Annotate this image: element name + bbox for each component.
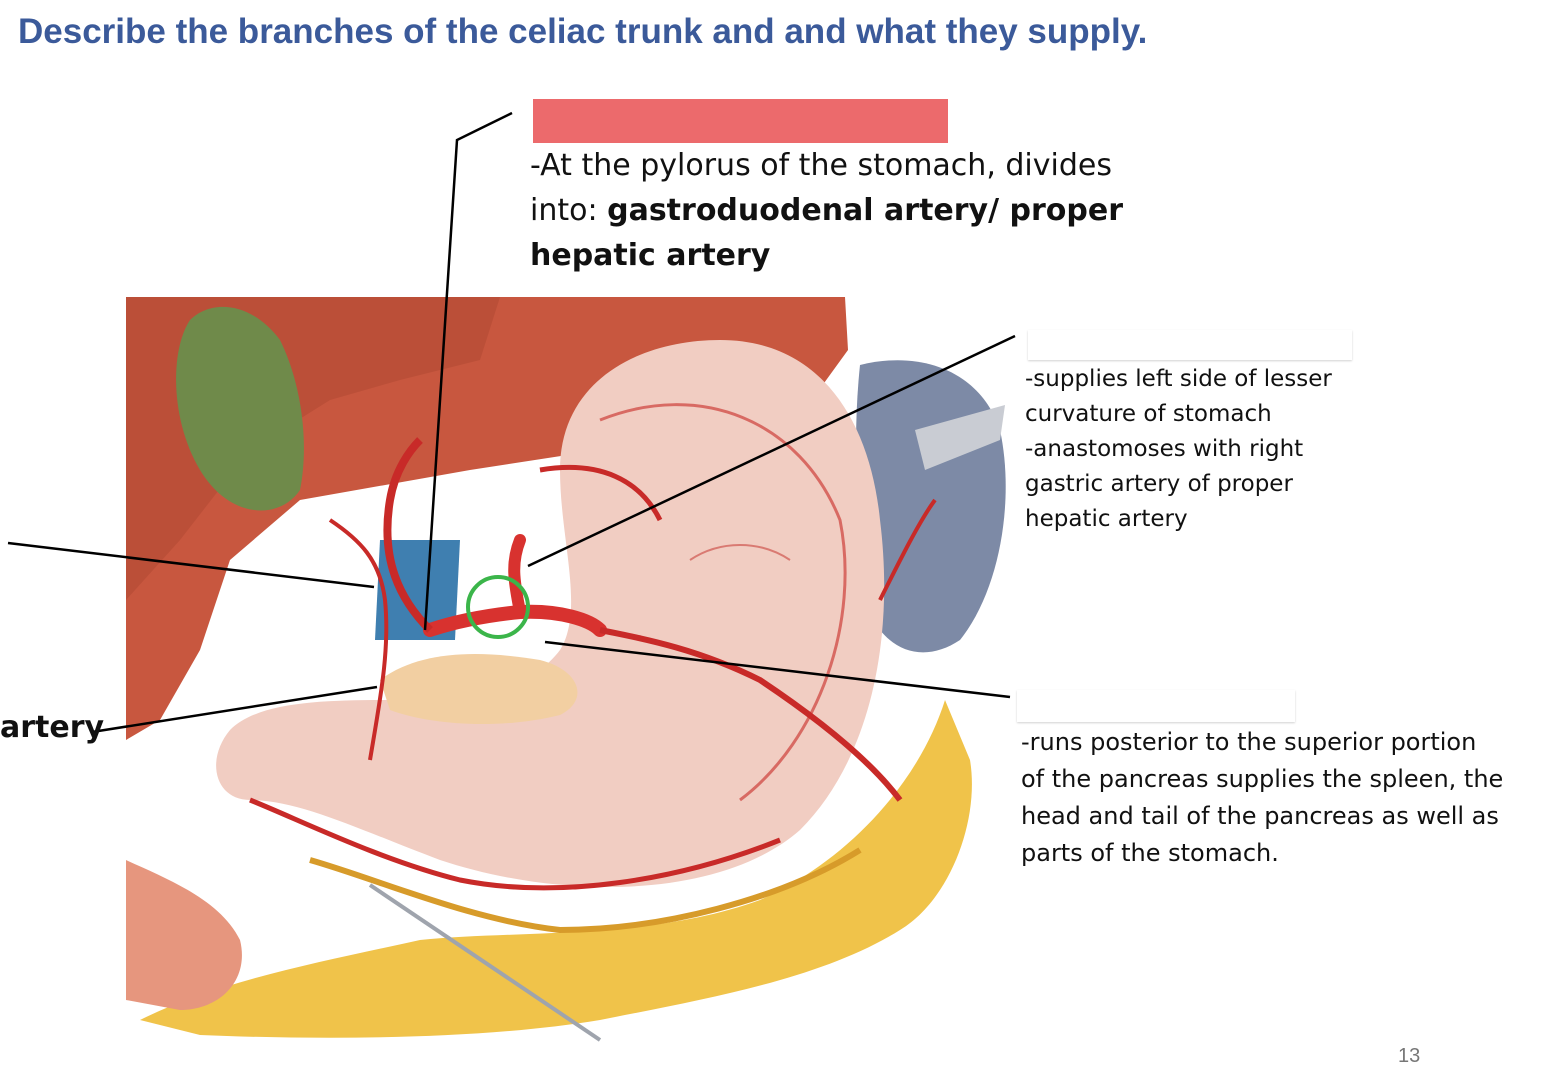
- celiac-trunk-highlight-circle: [466, 575, 530, 639]
- redacted-label-common-hepatic: [533, 99, 948, 143]
- left-gastric-description: -supplies left side of lesser curvature …: [1025, 362, 1332, 537]
- probe-instrument: [368, 883, 602, 1042]
- pancreas-shape: [380, 654, 578, 725]
- intestine-shape: [126, 860, 242, 1010]
- page-number: 13: [1398, 1045, 1421, 1067]
- splenic-line: of the pancreas supplies the spleen, the: [1021, 765, 1504, 793]
- portal-vein-shape: [375, 540, 460, 640]
- splenic-line: head and tail of the pancreas as well as: [1021, 802, 1499, 830]
- common-hepatic-line-2-prefix: into:: [530, 193, 608, 228]
- leader-line-common-hepatic: [423, 111, 513, 631]
- leader-line-left-lower: [91, 685, 378, 734]
- left-gastric-line: hepatic artery: [1025, 506, 1188, 532]
- common-hepatic-description: -At the pylorus of the stomach, divides …: [530, 143, 1123, 278]
- common-hepatic-line-3-bold: hepatic artery: [530, 238, 771, 273]
- splenic-line: -runs posterior to the superior portion: [1021, 728, 1477, 756]
- leader-line-left-upper: [7, 541, 375, 589]
- common-hepatic-line-2: into: gastroduodenal artery/ proper: [530, 188, 1123, 233]
- greater-omentum-shape: [140, 700, 972, 1038]
- common-hepatic-line-1: -At the pylorus of the stomach, divides: [530, 148, 1112, 183]
- blank-answer-box-left-gastric: [1028, 330, 1352, 360]
- left-edge-artery-label: artery: [0, 710, 105, 745]
- leader-line-left-gastric: [527, 334, 1016, 568]
- splenic-description: -runs posterior to the superior portion …: [1021, 724, 1503, 872]
- gallbladder-shape: [176, 306, 304, 511]
- left-gastric-line: -supplies left side of lesser: [1025, 366, 1332, 392]
- blank-answer-box-splenic: [1017, 690, 1295, 722]
- left-gastric-line: gastric artery of proper: [1025, 471, 1293, 497]
- common-hepatic-line-2-bold: gastroduodenal artery/ proper: [607, 193, 1123, 228]
- slide-title: Describe the branches of the celiac trun…: [18, 12, 1148, 51]
- leader-line-splenic: [544, 640, 1011, 699]
- splenic-line: parts of the stomach.: [1021, 839, 1279, 867]
- left-gastric-line: curvature of stomach: [1025, 401, 1272, 427]
- common-hepatic-line-3: hepatic artery: [530, 233, 1123, 278]
- left-gastric-line: -anastomoses with right: [1025, 436, 1304, 462]
